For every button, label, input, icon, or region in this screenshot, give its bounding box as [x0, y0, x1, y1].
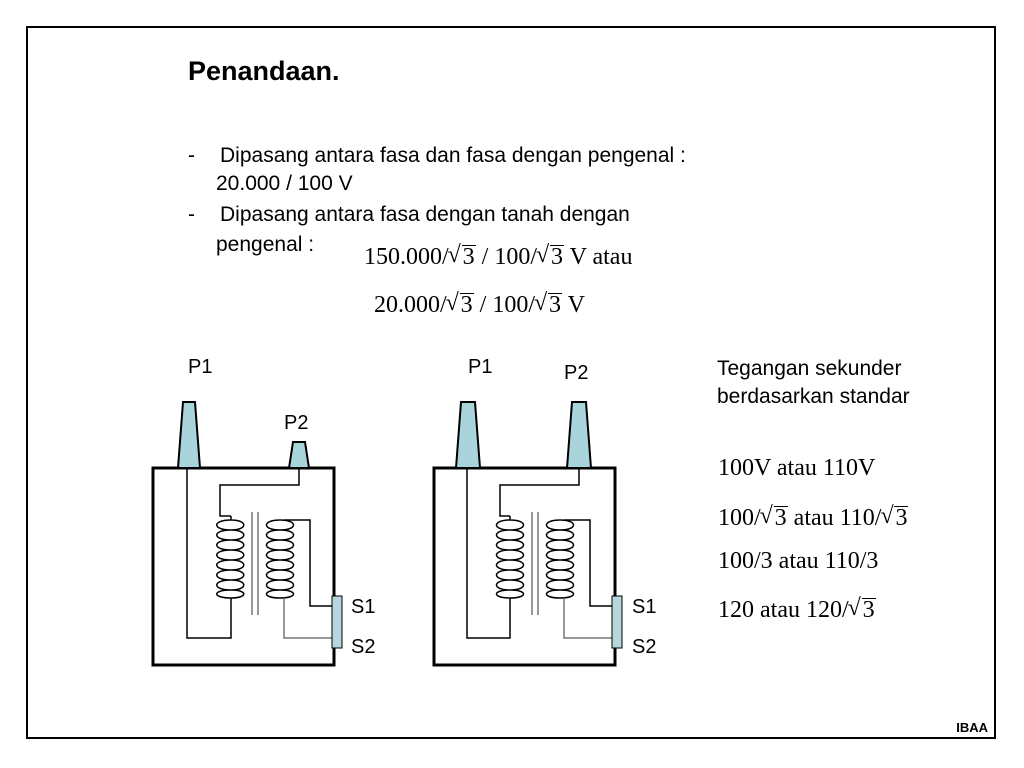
sqrt-radicand: 3 [448, 244, 476, 269]
standard-4-mid: atau [754, 597, 806, 623]
secondary-note-line2: berdasarkan standar [717, 385, 910, 408]
formula-1-part-b: / 100/ [475, 244, 538, 270]
standard-1-a: 100V [718, 455, 771, 481]
standard-4-a: 120 [718, 597, 754, 623]
standard-2: 100/3 atau 110/3 [718, 505, 909, 532]
secondary-note-line1: Tegangan sekunder [717, 357, 902, 380]
sqrt-radicand: 3 [760, 505, 788, 530]
standard-2-b: 110/ [839, 505, 882, 531]
secondary-terminal-left [331, 595, 343, 649]
bushing-p2-left [287, 441, 311, 469]
standard-1-b: 110V [822, 455, 876, 481]
sqrt-radicand: 3 [848, 597, 876, 622]
bullet-dash: - [188, 144, 195, 167]
formula-1-tail: V atau [564, 244, 633, 270]
footer-label: IBAA [956, 720, 988, 735]
standard-3-b: 110/3 [824, 548, 879, 574]
primary-coil-left [216, 516, 245, 599]
sqrt-radicand: 3 [880, 505, 909, 530]
secondary-coil-left [265, 519, 295, 599]
label-s1-left: S1 [351, 596, 376, 618]
bushing-p1-right [454, 401, 482, 469]
primary-coil-right [495, 516, 525, 599]
formula-1: 150.000/3 / 100/3 V atau [364, 244, 632, 271]
formula-2-part-a: 20.000/ [374, 292, 447, 318]
standard-2-mid: atau [787, 505, 840, 531]
bullet-2-line2: pengenal : [216, 233, 315, 256]
label-s2-right: S2 [632, 636, 657, 658]
transformer-right-tank [432, 466, 617, 667]
bullet-dash: - [188, 203, 195, 226]
sqrt-radicand: 3 [534, 292, 563, 317]
sqrt-radicand: 3 [446, 292, 474, 317]
transformer-left [151, 401, 343, 667]
bullet-1-line2: 20.000 / 100 V [216, 172, 353, 195]
bushing-p1-left [176, 401, 202, 469]
formula-2: 20.000/3 / 100/3 V [374, 292, 585, 319]
primary-wire-right-top [499, 468, 580, 517]
secondary-coil-right [545, 519, 575, 599]
standard-1-mid: atau [770, 455, 823, 481]
formula-2-tail: V [562, 292, 585, 318]
standard-4: 120 atau 120/3 [718, 597, 876, 624]
secondary-wire-left-s1 [284, 519, 333, 607]
standard-3-a: 100/3 [718, 548, 773, 574]
secondary-wire-right-s2 [563, 598, 613, 639]
standard-4-b: 120/ [805, 597, 849, 623]
sqrt-radicand: 3 [536, 244, 565, 269]
primary-wire-right [466, 468, 511, 639]
formula-2-part-b: / 100/ [473, 292, 536, 318]
label-p1-left: P1 [188, 356, 213, 378]
bushing-p2-right [565, 401, 593, 469]
standard-3-mid: atau [772, 548, 825, 574]
standard-1: 100V atau 110V [718, 455, 875, 482]
label-p1-right: P1 [468, 356, 493, 378]
label-p2-left: P2 [284, 412, 309, 434]
slide-title: Penandaan. [188, 56, 340, 86]
primary-wire-left [186, 468, 232, 639]
slide-frame [26, 26, 996, 739]
primary-wire-left-top [219, 468, 300, 517]
label-s2-left: S2 [351, 636, 376, 658]
bullet-2-line1: Dipasang antara fasa dengan tanah dengan [220, 203, 630, 226]
standard-2-a: 100/ [718, 505, 761, 531]
secondary-wire-left-s2 [283, 598, 333, 639]
label-s1-right: S1 [632, 596, 657, 618]
secondary-terminal-right [611, 595, 623, 649]
standard-3: 100/3 atau 110/3 [718, 548, 878, 575]
secondary-wire-right-s1 [564, 519, 613, 607]
label-p2-right: P2 [564, 362, 589, 384]
transformer-right [432, 401, 623, 667]
bullet-1-line1: Dipasang antara fasa dan fasa dengan pen… [220, 144, 686, 167]
formula-1-part-a: 150.000/ [364, 244, 449, 270]
